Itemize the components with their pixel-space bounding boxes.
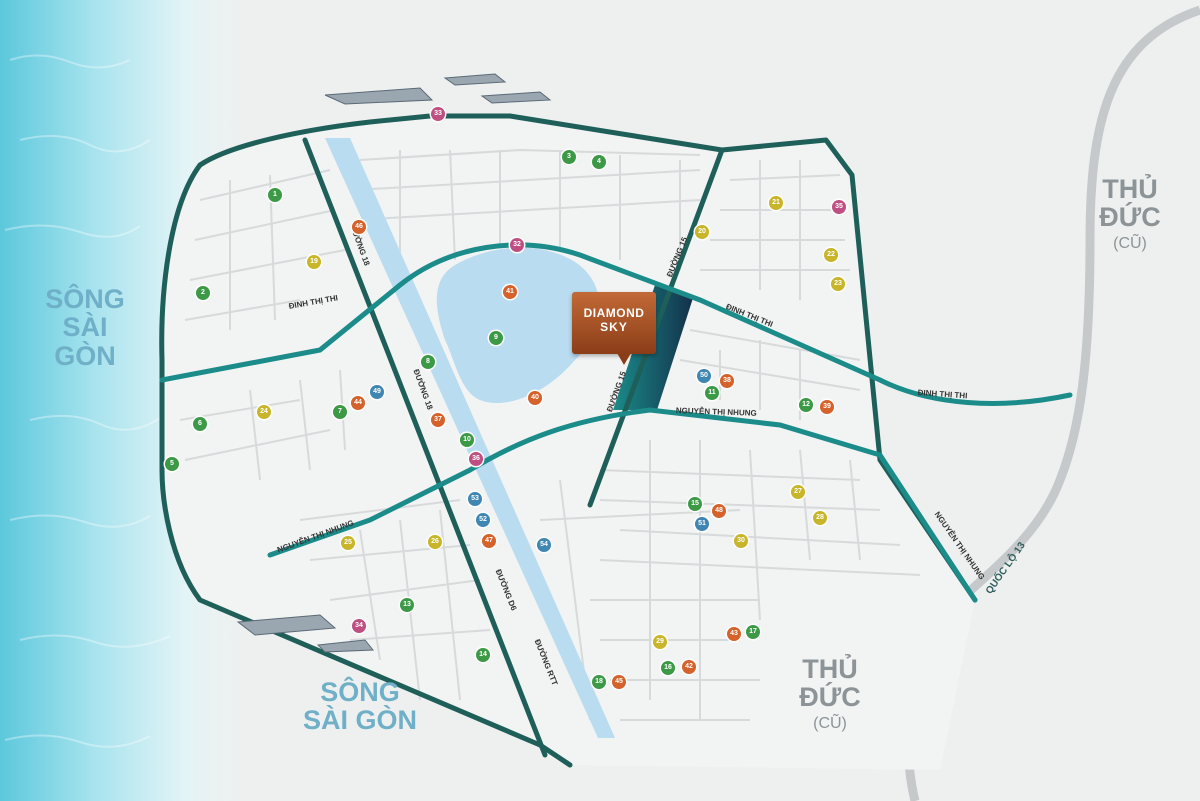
poi-marker-36[interactable]: 36 (469, 452, 483, 466)
poi-marker-23[interactable]: 23 (831, 277, 845, 291)
poi-marker-43[interactable]: 43 (727, 627, 741, 641)
marker-title: DIAMOND (583, 306, 645, 320)
poi-marker-40[interactable]: 40 (528, 391, 542, 405)
yacht-icons (236, 73, 552, 653)
poi-marker-19[interactable]: 19 (307, 255, 321, 269)
poi-marker-9[interactable]: 9 (489, 331, 503, 345)
poi-marker-35[interactable]: 35 (832, 200, 846, 214)
poi-marker-14[interactable]: 14 (476, 648, 490, 662)
poi-marker-18[interactable]: 18 (592, 675, 606, 689)
poi-marker-48[interactable]: 48 (712, 504, 726, 518)
water-ripples (4, 54, 171, 748)
poi-marker-25[interactable]: 25 (341, 536, 355, 550)
poi-marker-7[interactable]: 7 (333, 405, 347, 419)
arterial-roads (159, 242, 1073, 603)
poi-marker-52[interactable]: 52 (476, 513, 490, 527)
diamond-sky-marker[interactable]: DIAMOND SKY (572, 292, 656, 354)
district-land (161, 116, 975, 770)
poi-marker-10[interactable]: 10 (460, 433, 474, 447)
poi-marker-6[interactable]: 6 (193, 417, 207, 431)
poi-marker-53[interactable]: 53 (468, 492, 482, 506)
poi-marker-15[interactable]: 15 (688, 497, 702, 511)
poi-marker-3[interactable]: 3 (562, 150, 576, 164)
poi-marker-12[interactable]: 12 (799, 398, 813, 412)
marker-pointer (617, 353, 631, 365)
poi-marker-37[interactable]: 37 (431, 413, 445, 427)
lake (436, 247, 600, 404)
poi-marker-34[interactable]: 34 (352, 619, 366, 633)
poi-marker-27[interactable]: 27 (791, 485, 805, 499)
major-roads (159, 113, 978, 768)
poi-marker-54[interactable]: 54 (537, 538, 551, 552)
poi-marker-46[interactable]: 46 (352, 220, 366, 234)
poi-marker-2[interactable]: 2 (196, 286, 210, 300)
poi-marker-17[interactable]: 17 (746, 625, 760, 639)
yacht-icon (324, 87, 434, 105)
poi-marker-29[interactable]: 29 (653, 635, 667, 649)
poi-marker-21[interactable]: 21 (769, 196, 783, 210)
poi-marker-11[interactable]: 11 (705, 386, 719, 400)
yacht-icon (443, 73, 507, 86)
poi-marker-33[interactable]: 33 (431, 107, 445, 121)
poi-marker-39[interactable]: 39 (820, 400, 834, 414)
yacht-icon (480, 91, 552, 104)
poi-marker-13[interactable]: 13 (400, 598, 414, 612)
poi-marker-44[interactable]: 44 (351, 396, 365, 410)
poi-marker-47[interactable]: 47 (482, 534, 496, 548)
poi-marker-24[interactable]: 24 (257, 405, 271, 419)
poi-marker-28[interactable]: 28 (813, 511, 827, 525)
poi-marker-32[interactable]: 32 (510, 238, 524, 252)
poi-marker-4[interactable]: 4 (592, 155, 606, 169)
poi-marker-16[interactable]: 16 (661, 661, 675, 675)
poi-marker-45[interactable]: 45 (612, 675, 626, 689)
yacht-icon (236, 614, 337, 636)
poi-marker-51[interactable]: 51 (695, 517, 709, 531)
poi-marker-41[interactable]: 41 (503, 285, 517, 299)
poi-marker-38[interactable]: 38 (720, 374, 734, 388)
poi-marker-50[interactable]: 50 (697, 369, 711, 383)
poi-marker-22[interactable]: 22 (824, 248, 838, 262)
poi-marker-30[interactable]: 30 (734, 534, 748, 548)
marker-subtitle: SKY (600, 320, 628, 334)
poi-marker-42[interactable]: 42 (682, 660, 696, 674)
district-label-south: THỦ ĐỨC(CŨ) (799, 654, 861, 732)
poi-marker-26[interactable]: 26 (428, 535, 442, 549)
poi-marker-1[interactable]: 1 (268, 188, 282, 202)
yacht-icon (316, 639, 375, 653)
poi-marker-8[interactable]: 8 (421, 355, 435, 369)
poi-marker-20[interactable]: 20 (695, 225, 709, 239)
river-label-south: SÔNG SÀI GÒN (302, 677, 417, 736)
district-label-east: THỦ ĐỨC(CŨ) (1099, 174, 1161, 252)
poi-marker-5[interactable]: 5 (165, 457, 179, 471)
river-label-west: SÔNG SÀI GÒN (45, 284, 125, 371)
poi-marker-49[interactable]: 49 (370, 385, 384, 399)
